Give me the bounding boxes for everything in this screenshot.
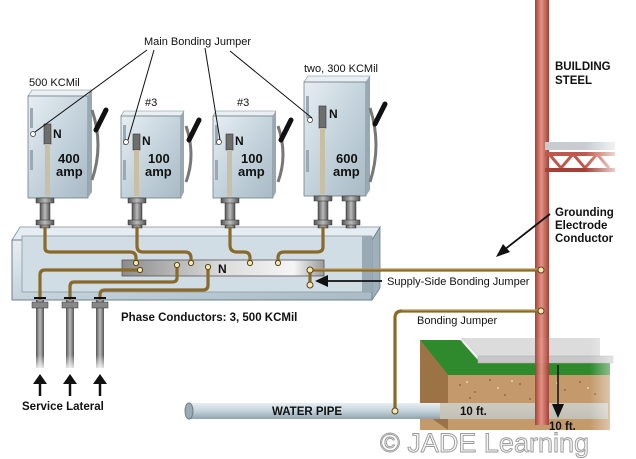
disconnect-100a-2 bbox=[212, 110, 294, 199]
disconnect-1-rating: 400 bbox=[58, 151, 80, 166]
disconnect-3-rating: 100 bbox=[241, 151, 263, 166]
disconnect-1-conductor-label: 500 KCMil bbox=[29, 77, 80, 89]
right-fade bbox=[590, 330, 636, 430]
disconnect-4-unit: amp bbox=[333, 164, 360, 179]
pipe-depth-label: 10 ft. bbox=[549, 421, 576, 433]
disconnect-3-conductor-label: #3 bbox=[237, 97, 249, 109]
main-bonding-jumper-leaders bbox=[34, 47, 313, 141]
gec-label-3: Conductor bbox=[555, 233, 614, 245]
disconnect-2-conductor-label: #3 bbox=[145, 97, 157, 109]
watermark: © JADE Learning bbox=[380, 428, 589, 458]
building-steel-label-1: BUILDING bbox=[555, 61, 611, 73]
disconnect-3-unit: amp bbox=[238, 164, 265, 179]
water-pipe-label: WATER PIPE bbox=[272, 406, 342, 418]
supply-side-arrow bbox=[315, 275, 382, 287]
conductors bbox=[38, 226, 543, 413]
gec-arrow bbox=[496, 213, 551, 257]
main-bonding-jumper-label: Main Bonding Jumper bbox=[144, 36, 251, 48]
pipe-length-label: 10 ft. bbox=[460, 406, 487, 418]
disconnect-2-neutral: N bbox=[142, 134, 151, 148]
service-lateral-arrows bbox=[33, 374, 107, 396]
bonding-jumper-label: Bonding Jumper bbox=[417, 315, 497, 327]
supply-side-bonding-jumper-label: Supply-Side Bonding Jumper bbox=[387, 276, 530, 288]
disconnect-4-rating: 600 bbox=[336, 151, 358, 166]
disconnect-2-unit: amp bbox=[145, 164, 172, 179]
terminal-lugs bbox=[132, 259, 545, 415]
disconnect-600a bbox=[303, 75, 388, 197]
conductor-highlights bbox=[310, 268, 541, 311]
gec-label-1: Grounding bbox=[555, 207, 614, 219]
gec-label-2: Electrode bbox=[555, 220, 607, 232]
neutral-bus-bar bbox=[121, 259, 325, 277]
disconnect-4-neutral: N bbox=[329, 107, 338, 121]
neutral-bus-label: N bbox=[218, 262, 227, 276]
conduit-nipples bbox=[35, 195, 361, 229]
disconnect-1-unit: amp bbox=[56, 164, 83, 179]
disconnect-4-conductor-label: two, 300 KCMil bbox=[304, 63, 378, 75]
steel-column-lower bbox=[535, 300, 549, 425]
building-steel-label-2: STEEL bbox=[555, 75, 592, 87]
disconnect-2-rating: 100 bbox=[148, 151, 170, 166]
service-lateral-label: Service Lateral bbox=[22, 401, 104, 413]
disconnect-400a bbox=[27, 89, 109, 199]
steel-column-front bbox=[535, 400, 549, 425]
disconnect-3-neutral: N bbox=[235, 134, 244, 148]
phase-conductors-label: Phase Conductors: 3, 500 KCMil bbox=[121, 312, 297, 324]
service-lateral-conduits bbox=[30, 300, 110, 371]
disconnect-1-neutral: N bbox=[53, 127, 62, 141]
depth-arrow bbox=[552, 365, 564, 418]
